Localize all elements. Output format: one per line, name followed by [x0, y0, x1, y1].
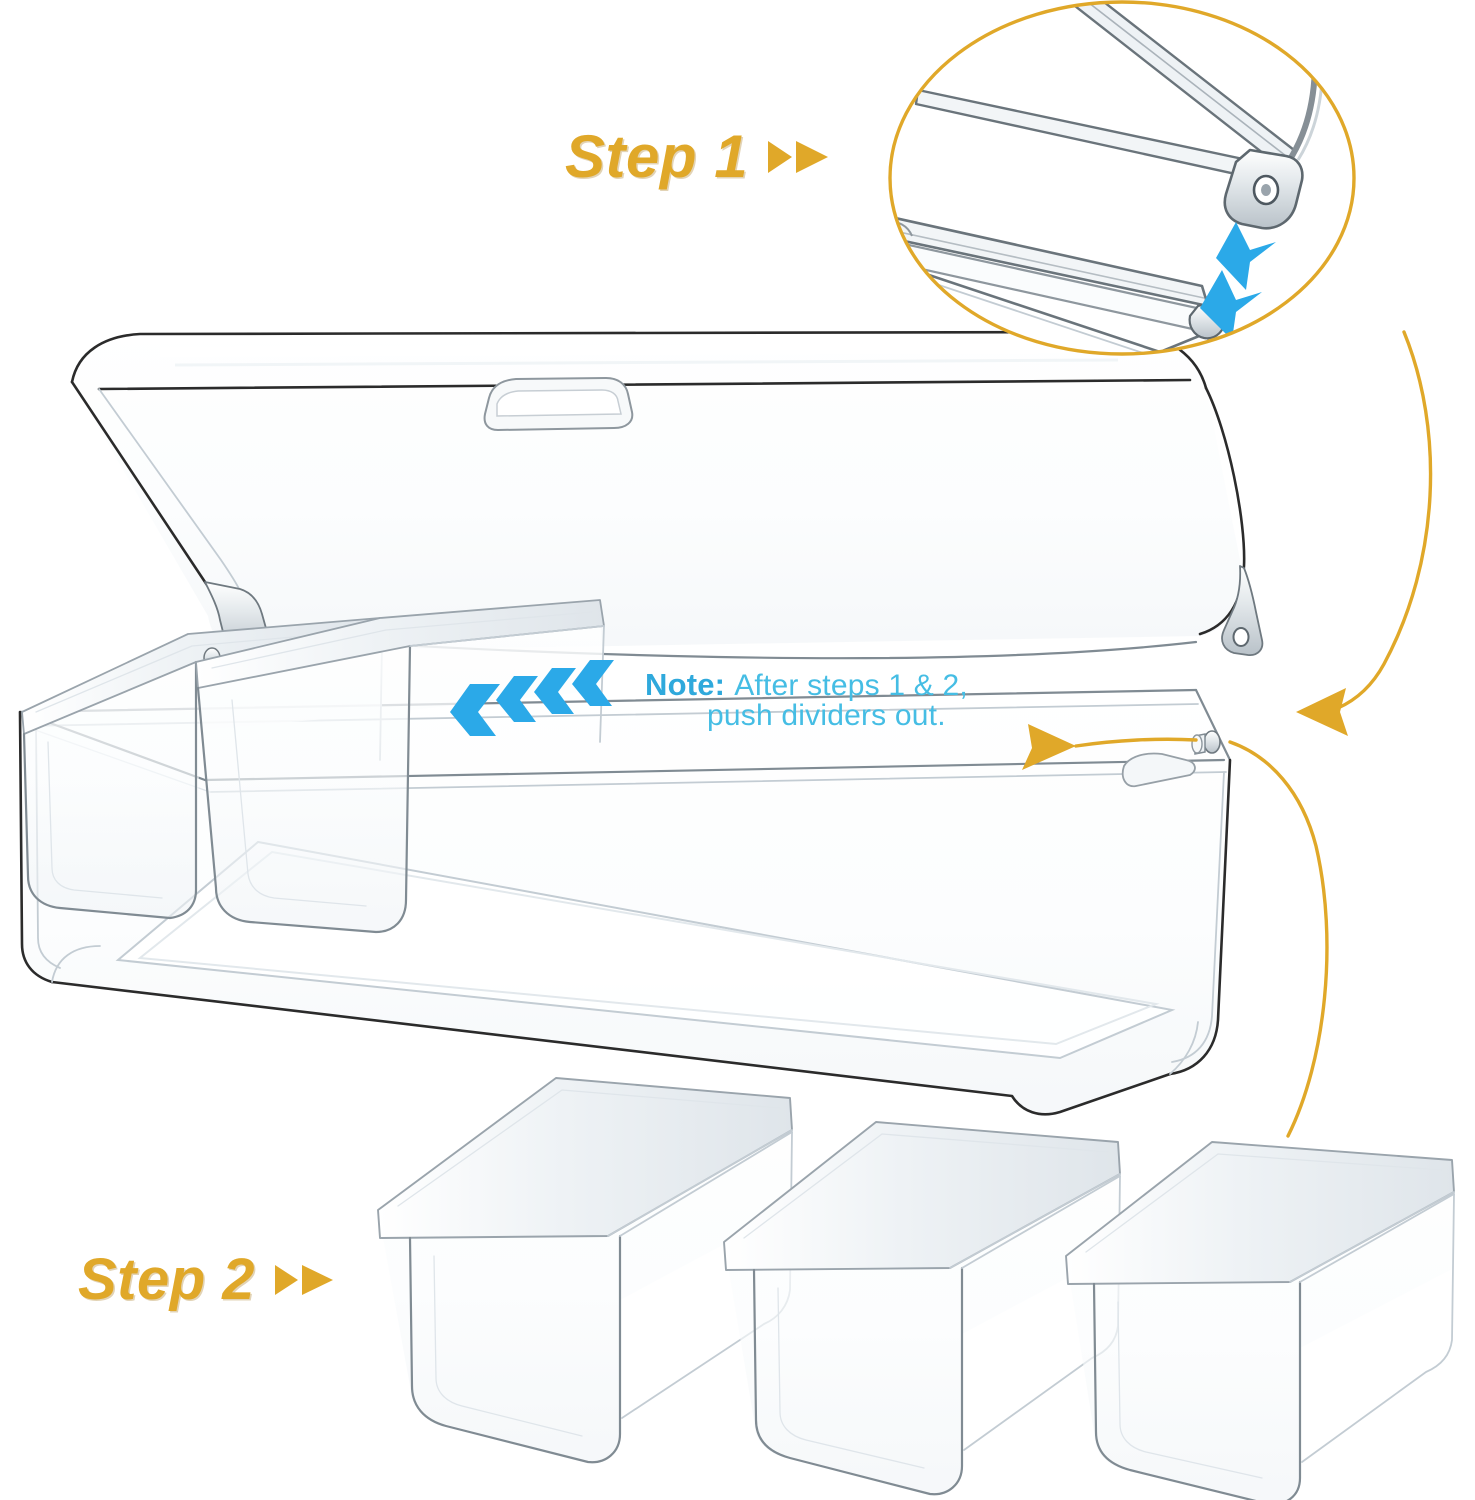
note-lead: Note:	[645, 667, 726, 702]
divider-bin-loose-2	[723, 1121, 1121, 1496]
lid	[70, 330, 1264, 660]
divider-bin-installed-1	[21, 617, 383, 920]
note-line-1: Note:After steps 1 & 2,	[645, 667, 968, 702]
divider-bin-loose-3	[1065, 1141, 1455, 1500]
lid-handle-notch	[483, 377, 634, 431]
note-line-1-text: After steps 1 & 2,	[734, 669, 968, 702]
container-hinge-pin-right	[1191, 730, 1221, 755]
leader-arrow-to-hinge	[1296, 330, 1433, 736]
divider-pin	[203, 647, 221, 669]
step-1-text: Step 1	[565, 123, 749, 190]
divider-bin-loose-1	[377, 1077, 793, 1464]
note-chevrons	[450, 660, 614, 736]
callout-ellipse	[888, 0, 1356, 356]
container-hinge-pin-left	[199, 650, 222, 671]
leader-arrow-to-dividers	[1022, 724, 1329, 1138]
divider-bin-installed-2	[195, 599, 605, 934]
note-callout: Note:After steps 1 & 2, push dividers ou…	[645, 668, 1065, 733]
fast-forward-icon	[273, 1261, 337, 1299]
inset-down-arrows	[1200, 222, 1276, 340]
step-2-label: Step 2	[78, 1246, 337, 1313]
note-line-2: push dividers out.	[707, 699, 946, 733]
step-1-label: Step 1	[565, 122, 832, 191]
hinge-detail-inset	[888, 0, 1356, 356]
fast-forward-icon	[766, 137, 832, 177]
step-2-text: Step 2	[78, 1247, 256, 1312]
